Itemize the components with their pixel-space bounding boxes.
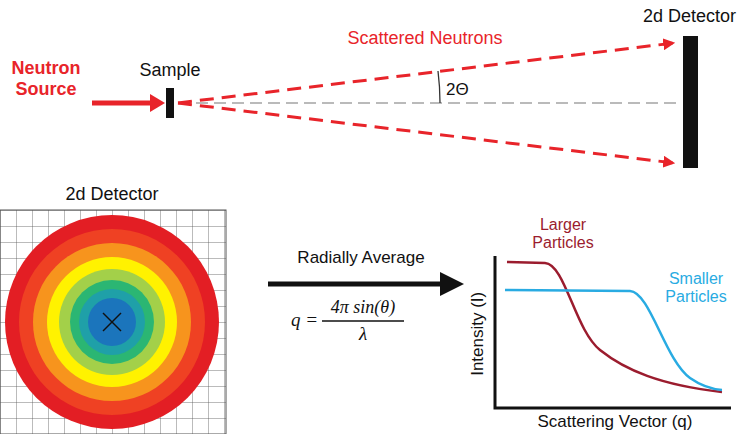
arrow-head (440, 272, 464, 296)
intensity-ring (79, 289, 145, 355)
beam-center-mark (103, 313, 121, 331)
scattered-ray (178, 103, 674, 163)
intensity-ring (70, 280, 154, 364)
angle-arc (438, 71, 440, 103)
intensity-ring (5, 215, 219, 429)
detector-bar (683, 36, 698, 168)
sample-bar (166, 88, 174, 118)
formula-denominator: λ (338, 323, 388, 345)
formula-numerator: 4π sin(θ) (318, 297, 408, 318)
formula-lhs: q = (270, 309, 318, 331)
intensity-ring (59, 269, 165, 375)
intensity-ring (33, 243, 191, 401)
ray-label: Scattered Neutrons (320, 28, 530, 49)
detector-label: 2d Detector (596, 6, 736, 27)
detector-heading: 2d Detector (32, 184, 192, 205)
detector-grid (0, 210, 226, 434)
curve-label: Larger Particles (520, 216, 606, 253)
axis-title: Scattering Vector (q) (505, 412, 725, 432)
axis-title: Intensity (I) (468, 274, 488, 394)
intensity-ring (19, 229, 205, 415)
angle-label: 2Θ (446, 80, 486, 100)
scattered-ray (178, 43, 674, 103)
intensity-ring (47, 257, 177, 387)
arrow-head (150, 94, 165, 112)
fraction-bar (322, 320, 404, 321)
source-label: Neutron Source (2, 58, 90, 99)
process-label: Radially Average (276, 248, 446, 268)
beam-center-mark (103, 313, 121, 331)
process-arrow (268, 282, 444, 287)
intensity-ring (88, 298, 136, 346)
sample-label: Sample (130, 60, 210, 81)
beam-axis (178, 102, 680, 103)
beam-arrow (92, 101, 152, 106)
curve-label: Smaller Particles (655, 270, 737, 307)
